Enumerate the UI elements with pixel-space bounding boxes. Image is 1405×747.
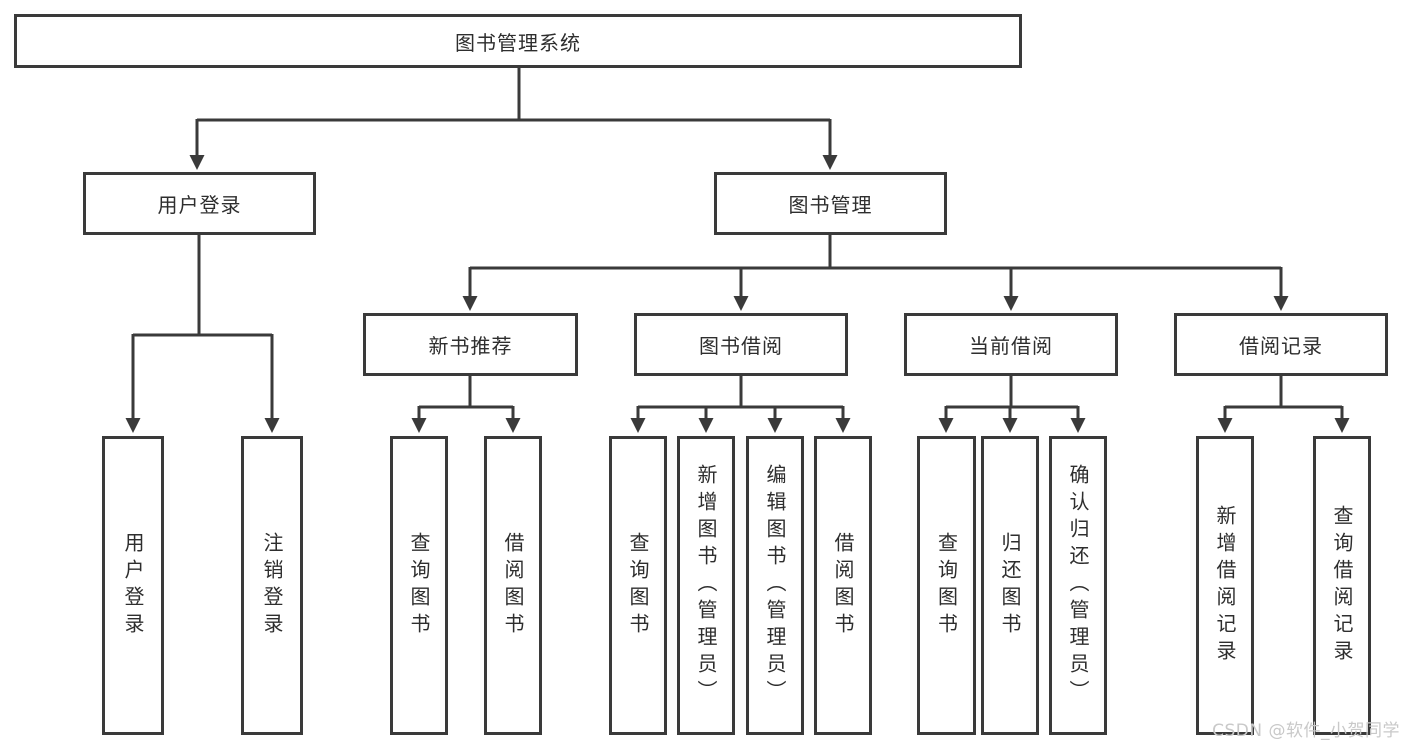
leaf-query-books-current: 查询图书 <box>917 436 976 735</box>
node-new-book-recommend: 新书推荐 <box>363 313 578 376</box>
leaf-query-books-borrowing-label: 查询图书 <box>626 531 650 640</box>
node-book-management: 图书管理 <box>714 172 947 235</box>
leaf-borrow-books-recommend: 借阅图书 <box>484 436 542 735</box>
node-current-borrowing: 当前借阅 <box>904 313 1118 376</box>
leaf-borrow-books: 借阅图书 <box>814 436 872 735</box>
leaf-confirm-return-admin: 确认归还（管理员） <box>1049 436 1107 735</box>
leaf-borrow-books-recommend-label: 借阅图书 <box>501 531 525 640</box>
node-current-borrowing-label: 当前借阅 <box>969 334 1053 358</box>
leaf-borrow-books-label: 借阅图书 <box>831 531 855 640</box>
leaf-query-books-borrowing: 查询图书 <box>609 436 667 735</box>
leaf-query-books-recommend: 查询图书 <box>390 436 448 735</box>
node-root-label: 图书管理系统 <box>455 30 581 55</box>
node-root: 图书管理系统 <box>14 14 1022 68</box>
node-book-management-label: 图书管理 <box>788 193 873 217</box>
node-book-borrowing-label: 图书借阅 <box>699 334 783 358</box>
leaf-add-borrow-record: 新增借阅记录 <box>1196 436 1254 735</box>
node-book-borrowing: 图书借阅 <box>634 313 848 376</box>
leaf-confirm-return-admin-label: 确认归还（管理员） <box>1066 464 1090 707</box>
node-user-login: 用户登录 <box>83 172 316 235</box>
leaf-add-books-admin: 新增图书（管理员） <box>677 436 735 735</box>
leaf-query-books-current-label: 查询图书 <box>934 531 959 640</box>
node-user-login-label: 用户登录 <box>157 193 242 217</box>
leaf-query-borrow-record-label: 查询借阅记录 <box>1330 504 1354 667</box>
leaf-query-books-recommend-label: 查询图书 <box>407 531 431 640</box>
watermark: CSDN @软件_小贺同学 <box>1212 721 1400 741</box>
leaf-user-login: 用户登录 <box>102 436 164 735</box>
leaf-logout-label: 注销登录 <box>260 531 284 640</box>
leaf-edit-books-admin: 编辑图书（管理员） <box>746 436 804 735</box>
node-borrowing-records: 借阅记录 <box>1174 313 1388 376</box>
leaf-user-login-label: 用户登录 <box>121 531 145 640</box>
leaf-return-books: 归还图书 <box>981 436 1039 735</box>
node-borrowing-records-label: 借阅记录 <box>1239 334 1323 358</box>
leaf-logout: 注销登录 <box>241 436 303 735</box>
leaf-query-borrow-record: 查询借阅记录 <box>1313 436 1371 735</box>
leaf-add-books-admin-label: 新增图书（管理员） <box>694 464 718 707</box>
leaf-return-books-label: 归还图书 <box>998 531 1022 640</box>
leaf-edit-books-admin-label: 编辑图书（管理员） <box>763 464 787 707</box>
leaf-add-borrow-record-label: 新增借阅记录 <box>1213 504 1237 667</box>
node-new-book-recommend-label: 新书推荐 <box>428 334 513 358</box>
